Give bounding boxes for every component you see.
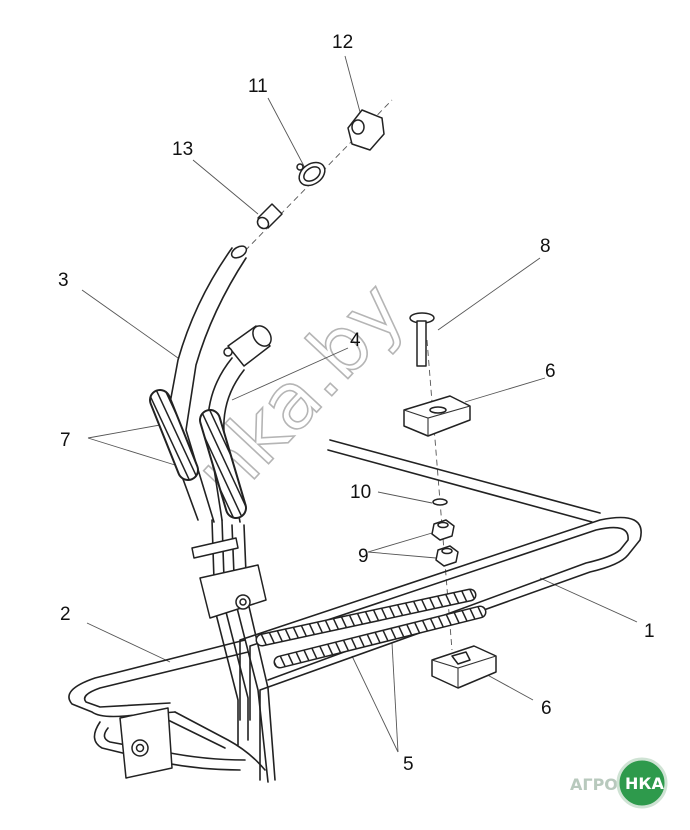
- spring-guard-5: [255, 588, 487, 669]
- hose-end-cap: [230, 245, 248, 259]
- nut-9-upper: [431, 519, 455, 541]
- pipe-1: [239, 439, 642, 781]
- clamp-block-6-top: [403, 395, 471, 437]
- callout-3: 3: [58, 270, 69, 291]
- hose-clip: [191, 537, 239, 559]
- hose-3: [164, 247, 247, 523]
- nut-12: [347, 109, 385, 151]
- watermark-text: nka.by: [178, 265, 422, 518]
- hose-fitting-4: [223, 325, 272, 367]
- clamp-block-6-bottom: [431, 645, 497, 689]
- callout-6-bottom: 6: [541, 698, 552, 719]
- insert-13: [256, 203, 283, 230]
- callout-9: 9: [358, 546, 369, 567]
- logo-circle: [616, 757, 668, 809]
- logo-text-right: НКА: [625, 774, 664, 793]
- pipe-clamp-lower: [119, 707, 173, 779]
- callout-8: 8: [540, 236, 551, 257]
- callout-6-top: 6: [545, 361, 556, 382]
- pipe-clamp-upper: [199, 564, 267, 619]
- clamp-11: [296, 161, 326, 187]
- agronka-logo: АГРО НКА: [570, 757, 668, 809]
- callout-4: 4: [350, 330, 361, 351]
- callout-12: 12: [332, 32, 353, 53]
- spring-guard-7: [149, 389, 247, 519]
- vertical-pipes: [211, 519, 276, 783]
- callout-11: 11: [248, 76, 268, 97]
- callout-1: 1: [644, 621, 655, 642]
- callout-10: 10: [350, 482, 371, 503]
- bolt-8: [409, 312, 435, 367]
- logo-text-left: АГРО: [570, 775, 618, 794]
- callout-13: 13: [172, 139, 193, 160]
- callout-5: 5: [403, 754, 414, 775]
- callout-2: 2: [60, 604, 71, 625]
- callout-7: 7: [60, 430, 71, 451]
- nut-9-lower: [435, 545, 459, 567]
- washer-10: [432, 498, 448, 506]
